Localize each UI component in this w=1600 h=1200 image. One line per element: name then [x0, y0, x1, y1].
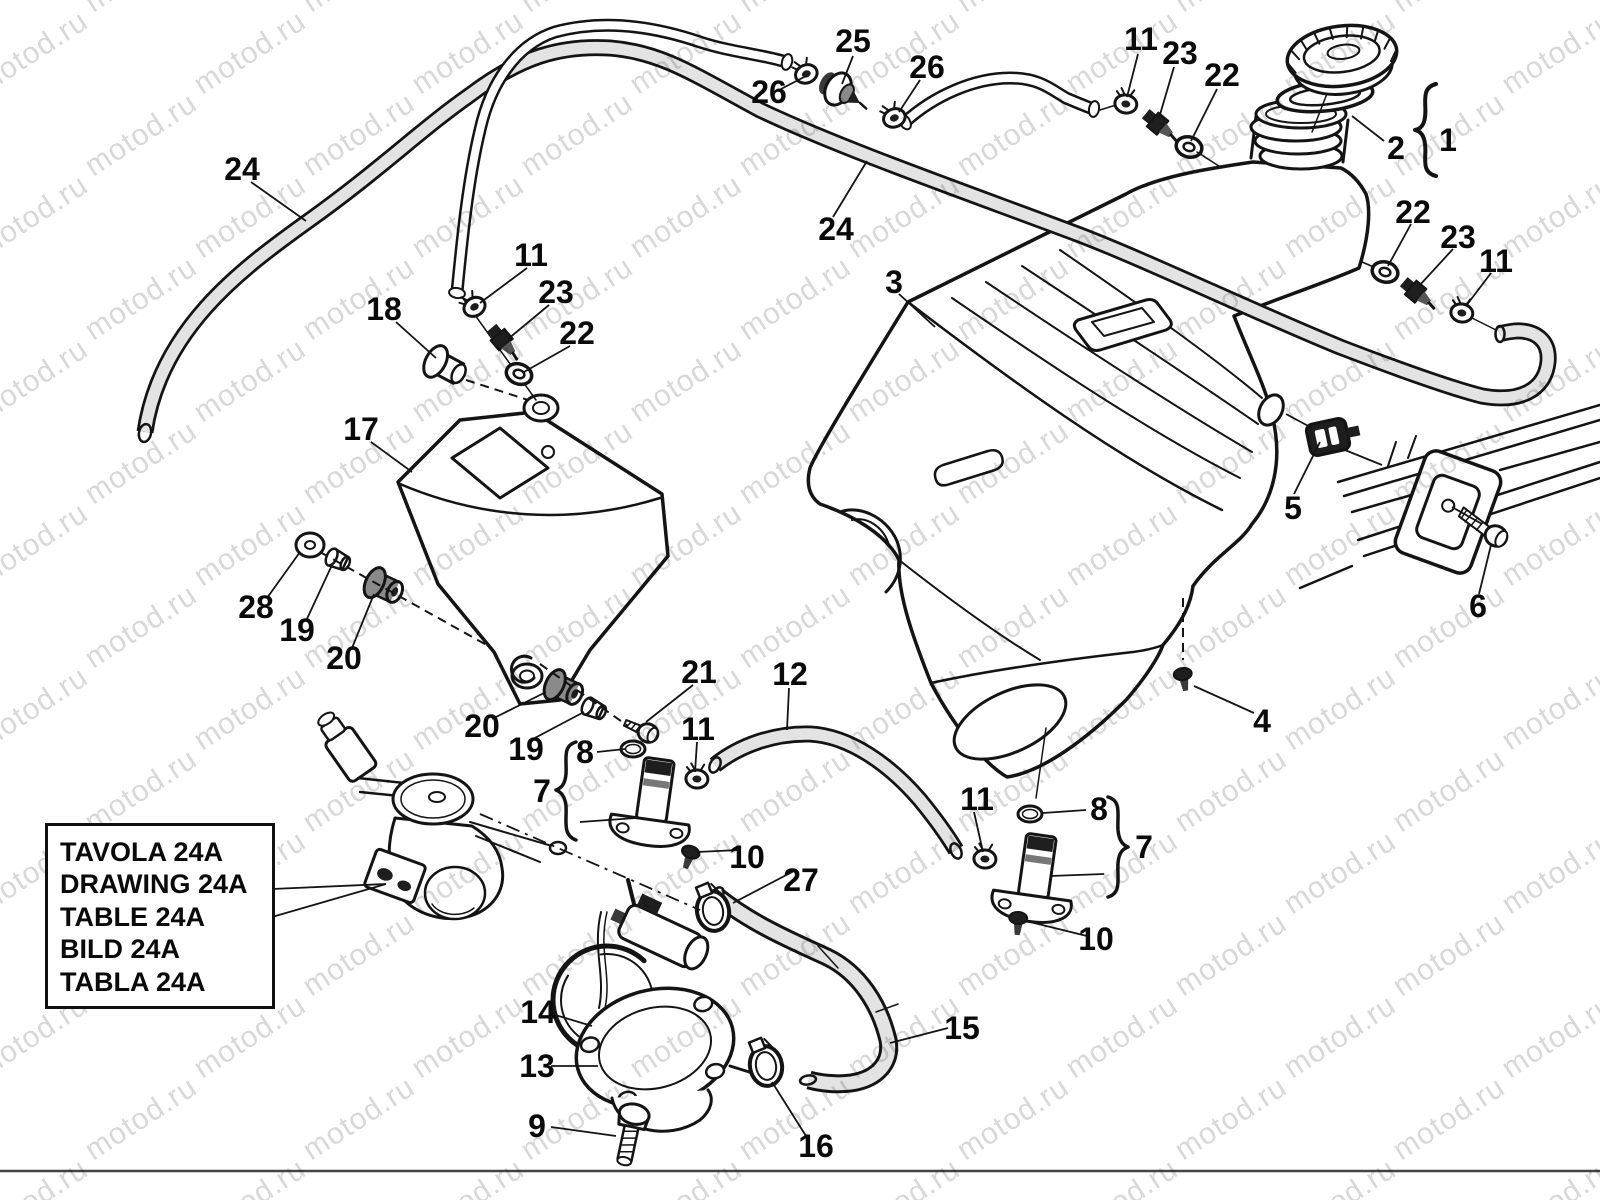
- part-fuel-tap-left: [605, 739, 703, 873]
- callout-28: 28: [238, 589, 274, 625]
- washer-22-left: [501, 358, 537, 390]
- brace-1: [1413, 82, 1438, 178]
- fittings-subtank: [422, 286, 537, 401]
- part-fuel-tap-right: [987, 727, 1083, 937]
- frame-rails: [1298, 403, 1600, 590]
- callout-22-2: 22: [1395, 194, 1431, 230]
- callout-26-1: 26: [909, 49, 945, 85]
- grommet-18: [422, 344, 467, 385]
- callout-11-3: 11: [514, 237, 548, 273]
- o-ring-8-right: [1016, 804, 1044, 824]
- callout-23-1: 23: [1162, 35, 1198, 71]
- callout-16: 16: [798, 1128, 834, 1164]
- callout-14: 14: [520, 994, 556, 1030]
- washer-22-right: [1368, 257, 1402, 287]
- fitting-23-right: [1396, 273, 1442, 316]
- callout-8-1: 8: [576, 734, 594, 770]
- braces: [554, 82, 1438, 899]
- callout-23-3: 23: [538, 274, 574, 310]
- clamp-16: [743, 1033, 788, 1091]
- hose-vent-right: [898, 71, 1101, 131]
- hose-vent-left: [448, 18, 794, 300]
- axis-lines: [319, 379, 1184, 911]
- hose-15: [709, 886, 899, 1094]
- label-line-table: TABLE 24A: [60, 901, 206, 932]
- washer-28: [294, 531, 326, 559]
- hose-24-long: [136, 39, 1557, 444]
- fitting-23-left: [483, 320, 526, 366]
- callout-7-2: 7: [1135, 829, 1153, 865]
- callout-10-2: 10: [1078, 921, 1114, 957]
- callout-25: 25: [835, 23, 871, 59]
- callout-6: 6: [1469, 588, 1487, 624]
- clamp-11-top: [1111, 85, 1141, 117]
- callout-20-2: 20: [464, 708, 500, 744]
- frame-bracket-plate: [1393, 449, 1503, 575]
- label-line-bild: BILD 24A: [60, 934, 181, 965]
- callout-10-1: 10: [729, 839, 765, 875]
- callout-13: 13: [519, 1048, 555, 1084]
- spacer-19-a: [322, 545, 354, 575]
- callout-8-2: 8: [1090, 791, 1108, 827]
- callout-15: 15: [944, 1010, 980, 1046]
- bolt-9: [616, 1102, 651, 1167]
- drawing-label-box: TAVOLA 24A DRAWING 24A TABLE 24A BILD 24…: [45, 823, 275, 1009]
- snap-ring: [509, 654, 536, 684]
- callout-26-2: 26: [751, 74, 787, 110]
- part-fuel-tank: [806, 160, 1371, 779]
- callout-5: 5: [1284, 490, 1302, 526]
- callout-11-1: 11: [1124, 21, 1158, 57]
- clamp-11-right: [1447, 294, 1477, 326]
- label-line-tabla: TABLA 24A: [60, 966, 206, 997]
- callout-23-2: 23: [1440, 219, 1476, 255]
- callout-24-2: 24: [818, 211, 854, 247]
- clamp-11-center: [683, 761, 711, 791]
- part-subtank-17: [396, 393, 670, 706]
- leader-lines: [250, 53, 1492, 1137]
- hose-12: [708, 725, 964, 860]
- callout-20-1: 20: [326, 640, 362, 676]
- callout-17: 17: [343, 411, 379, 447]
- callout-18: 18: [366, 291, 402, 327]
- grommet-20-a: [358, 562, 410, 611]
- brace-7-left: [554, 740, 578, 842]
- callout-19-2: 19: [508, 731, 544, 767]
- part-check-valve-25: [789, 54, 910, 132]
- callout-27: 27: [783, 862, 819, 898]
- screw-4: [1171, 665, 1195, 694]
- callout-22-1: 22: [1204, 57, 1240, 93]
- fittings-top: [1099, 85, 1223, 169]
- callout-12: 12: [772, 656, 808, 692]
- callout-11-4: 11: [681, 711, 715, 747]
- clamp-27: [690, 878, 735, 936]
- subtank-mount-hardware: [294, 531, 663, 747]
- brace-7-right: [1106, 795, 1130, 899]
- callout-1: 1: [1439, 122, 1457, 158]
- label-line-tavola: TAVOLA 24A: [60, 837, 224, 867]
- pump-body-13: [574, 986, 736, 1110]
- part-mount-5: [1304, 416, 1361, 458]
- part-carburetor: [317, 711, 568, 921]
- callout-9: 9: [528, 1108, 546, 1144]
- screw-10-right: [1006, 910, 1029, 937]
- part-fuel-pump: [550, 878, 771, 1167]
- screw-10-left: [675, 842, 703, 873]
- callout-11-2: 11: [1479, 243, 1513, 279]
- part-fuel-cap-1: [1285, 23, 1399, 96]
- callout-7-1: 7: [533, 773, 551, 809]
- callout-24-1: 24: [224, 151, 260, 187]
- callout-4: 4: [1253, 703, 1271, 739]
- fittings-right: [1361, 257, 1497, 331]
- label-line-drawing: DRAWING 24A: [60, 869, 248, 900]
- callout-11-5: 11: [960, 781, 994, 817]
- callout-2: 2: [1387, 130, 1405, 166]
- callout-3: 3: [885, 264, 903, 300]
- clamp-11-pump: [971, 841, 999, 871]
- callout-21: 21: [681, 654, 717, 690]
- callout-22-3: 22: [559, 315, 595, 351]
- callout-19-1: 19: [279, 612, 315, 648]
- washer-22-top: [1172, 132, 1206, 162]
